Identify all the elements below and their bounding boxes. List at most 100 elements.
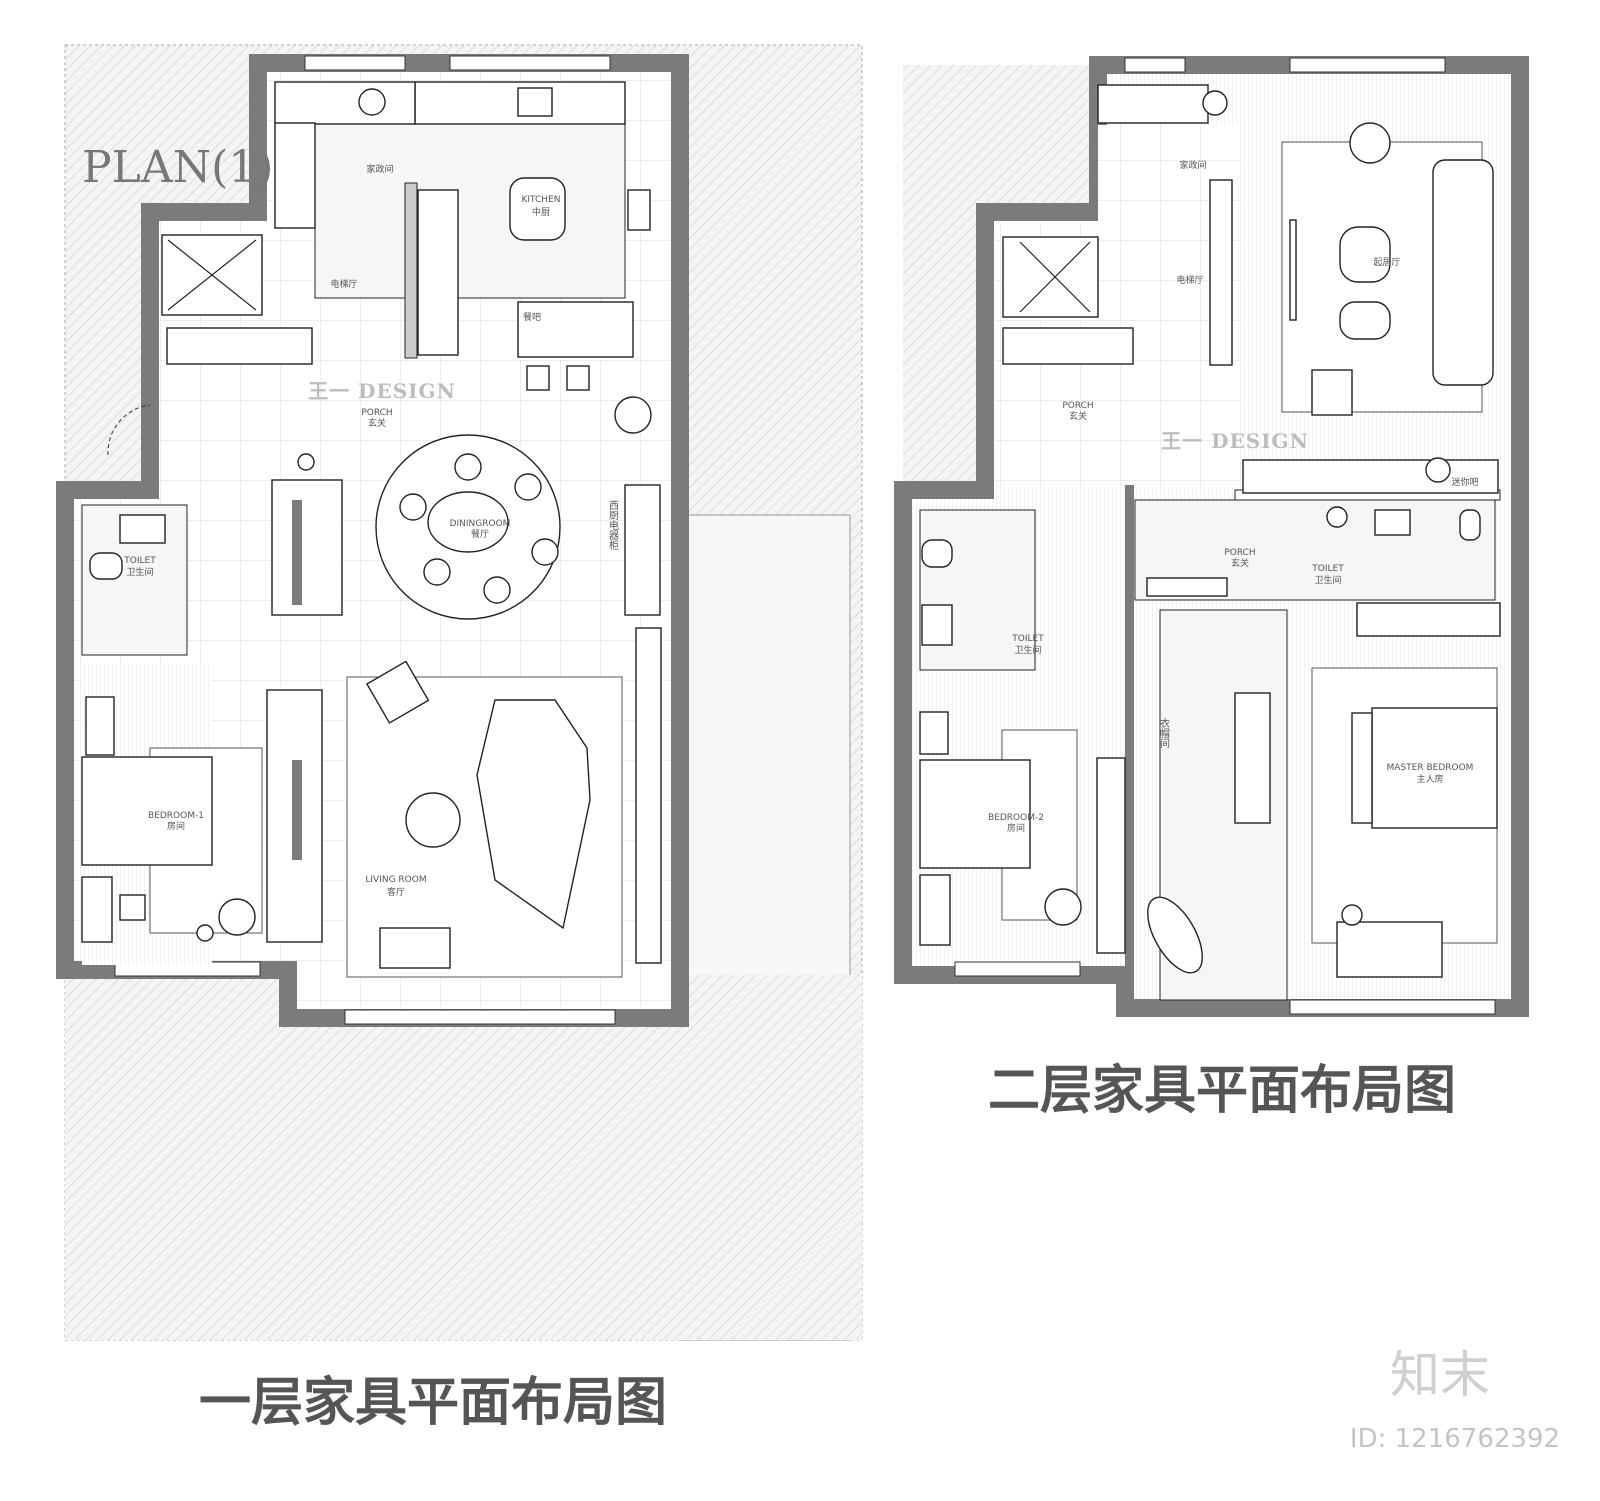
label-bedroom2-cn: 房间 <box>1007 822 1025 834</box>
window <box>344 1009 616 1025</box>
cabinet <box>1209 179 1233 366</box>
cabinet <box>1356 602 1501 637</box>
wardrobe-cabinets <box>635 627 662 964</box>
label-elevator-hall: 电梯厅 <box>330 278 357 290</box>
label-living-cn: 客厅 <box>387 886 405 898</box>
label-dining-cn: 餐厅 <box>471 528 489 540</box>
label-dining-en: DININGROOM <box>450 519 511 529</box>
label-kitchen-en: KITCHEN <box>522 195 561 205</box>
label-master-cn: 主人房 <box>1416 773 1443 785</box>
tall-cabinet <box>417 189 459 356</box>
kitchen-floor <box>314 122 626 299</box>
label-toilet2-cn: 卫生间 <box>1314 574 1341 586</box>
side-table <box>1349 122 1391 164</box>
partition <box>404 182 418 359</box>
ottoman <box>1339 226 1391 283</box>
basin-icon <box>119 514 166 544</box>
plan2-caption: 二层家具平面布局图 <box>988 1061 1456 1121</box>
image-id: ID: 1216762392 <box>1350 1424 1560 1454</box>
side-table <box>196 924 214 942</box>
plan1-caption: 一层家具平面布局图 <box>199 1373 667 1433</box>
desk <box>1336 921 1443 978</box>
armchair <box>1311 369 1353 416</box>
bench <box>1146 577 1228 597</box>
bed <box>81 756 213 866</box>
label-porch-en: PORCH <box>361 408 392 418</box>
label-toilet1-en: TOILET <box>1011 634 1044 644</box>
toilet-icon <box>921 539 953 568</box>
label-laundry: 家政间 <box>366 163 393 175</box>
sofa-back <box>292 500 302 605</box>
bar-counter <box>517 301 634 358</box>
label-toilet-cn: 卫生间 <box>126 566 153 578</box>
window <box>304 55 406 71</box>
toilet-icon <box>1459 509 1481 541</box>
label-porch-cn: 玄关 <box>368 417 386 429</box>
basin-icon <box>358 88 386 116</box>
stool <box>119 894 146 921</box>
kitchen-island <box>509 177 566 241</box>
design-watermark: 王一 DESIGN <box>308 379 456 403</box>
coffee-table <box>405 792 461 848</box>
master-bed <box>1371 707 1498 829</box>
living-sofa <box>476 699 591 930</box>
shoe-cabinet <box>166 327 313 365</box>
label-appliance-cabinet: 西厨电器柜 <box>607 500 619 551</box>
nightstand <box>85 696 115 756</box>
label-mini-bar: 迷你吧 <box>1451 476 1478 488</box>
ottoman <box>379 927 451 969</box>
shoe-cabinet <box>1002 327 1134 365</box>
label-toilet2-en: TOILET <box>1311 564 1344 574</box>
label-porch1-cn: 玄关 <box>1069 410 1087 422</box>
label-living-en: LIVING ROOM <box>365 875 426 885</box>
brand-logo: 知末 <box>1390 1346 1490 1404</box>
label-porch1-en: PORCH <box>1062 401 1093 411</box>
armchair <box>365 660 430 724</box>
side-table <box>297 453 315 471</box>
appliance-cabinet <box>624 484 661 616</box>
label-elevator-hall: 电梯厅 <box>1176 274 1203 286</box>
label-porch2-cn: 玄关 <box>1231 557 1249 569</box>
basin-icon <box>1202 90 1228 116</box>
bar-stool <box>526 365 550 391</box>
plan-heading: PLAN(1) <box>82 142 273 193</box>
desk <box>81 876 113 943</box>
label-bar: 餐吧 <box>523 311 541 323</box>
tv-stand <box>1289 219 1297 321</box>
interior-wall <box>1125 485 1134 1005</box>
label-bedroom-en: BEDROOM-1 <box>148 811 204 821</box>
dining-table <box>427 491 509 553</box>
label-family-room: 起居厅 <box>1373 257 1400 268</box>
plan2: 家政间 电梯厅 起居厅 PORCH 玄关 王一 DESIGN 迷你吧 PORCH… <box>894 56 1529 1121</box>
cooktop-icon <box>627 189 651 231</box>
lounge-chair <box>218 898 256 936</box>
label-kitchen-cn: 中厨 <box>532 206 550 218</box>
label-porch2-en: PORCH <box>1224 548 1255 558</box>
wardrobe <box>1096 757 1126 954</box>
storage-cabinet <box>274 122 316 229</box>
label-bedroom2-en: BEDROOM-2 <box>988 813 1044 823</box>
label-toilet-en: TOILET <box>123 556 156 566</box>
window <box>449 55 611 71</box>
label-master-en: MASTER BEDROOM <box>1387 763 1474 773</box>
design-watermark: 王一 DESIGN <box>1161 429 1309 453</box>
toilet-icon <box>89 552 123 580</box>
sink-icon <box>517 87 553 117</box>
sofa <box>1432 159 1494 386</box>
yard-hatch <box>65 975 862 1340</box>
ottoman <box>1339 301 1391 340</box>
basin-icon <box>1374 509 1411 536</box>
closet-island <box>1234 692 1271 824</box>
sofa <box>271 479 343 616</box>
bar-stool <box>566 365 590 391</box>
desk <box>919 874 951 946</box>
laundry-counter <box>274 81 416 125</box>
lounge-chair <box>1044 888 1082 926</box>
label-toilet1-cn: 卫生间 <box>1014 644 1041 656</box>
entry-door[interactable] <box>107 404 151 456</box>
laundry-counter <box>1097 84 1209 124</box>
basin-icon <box>921 604 953 646</box>
basin-icon <box>1425 457 1451 483</box>
